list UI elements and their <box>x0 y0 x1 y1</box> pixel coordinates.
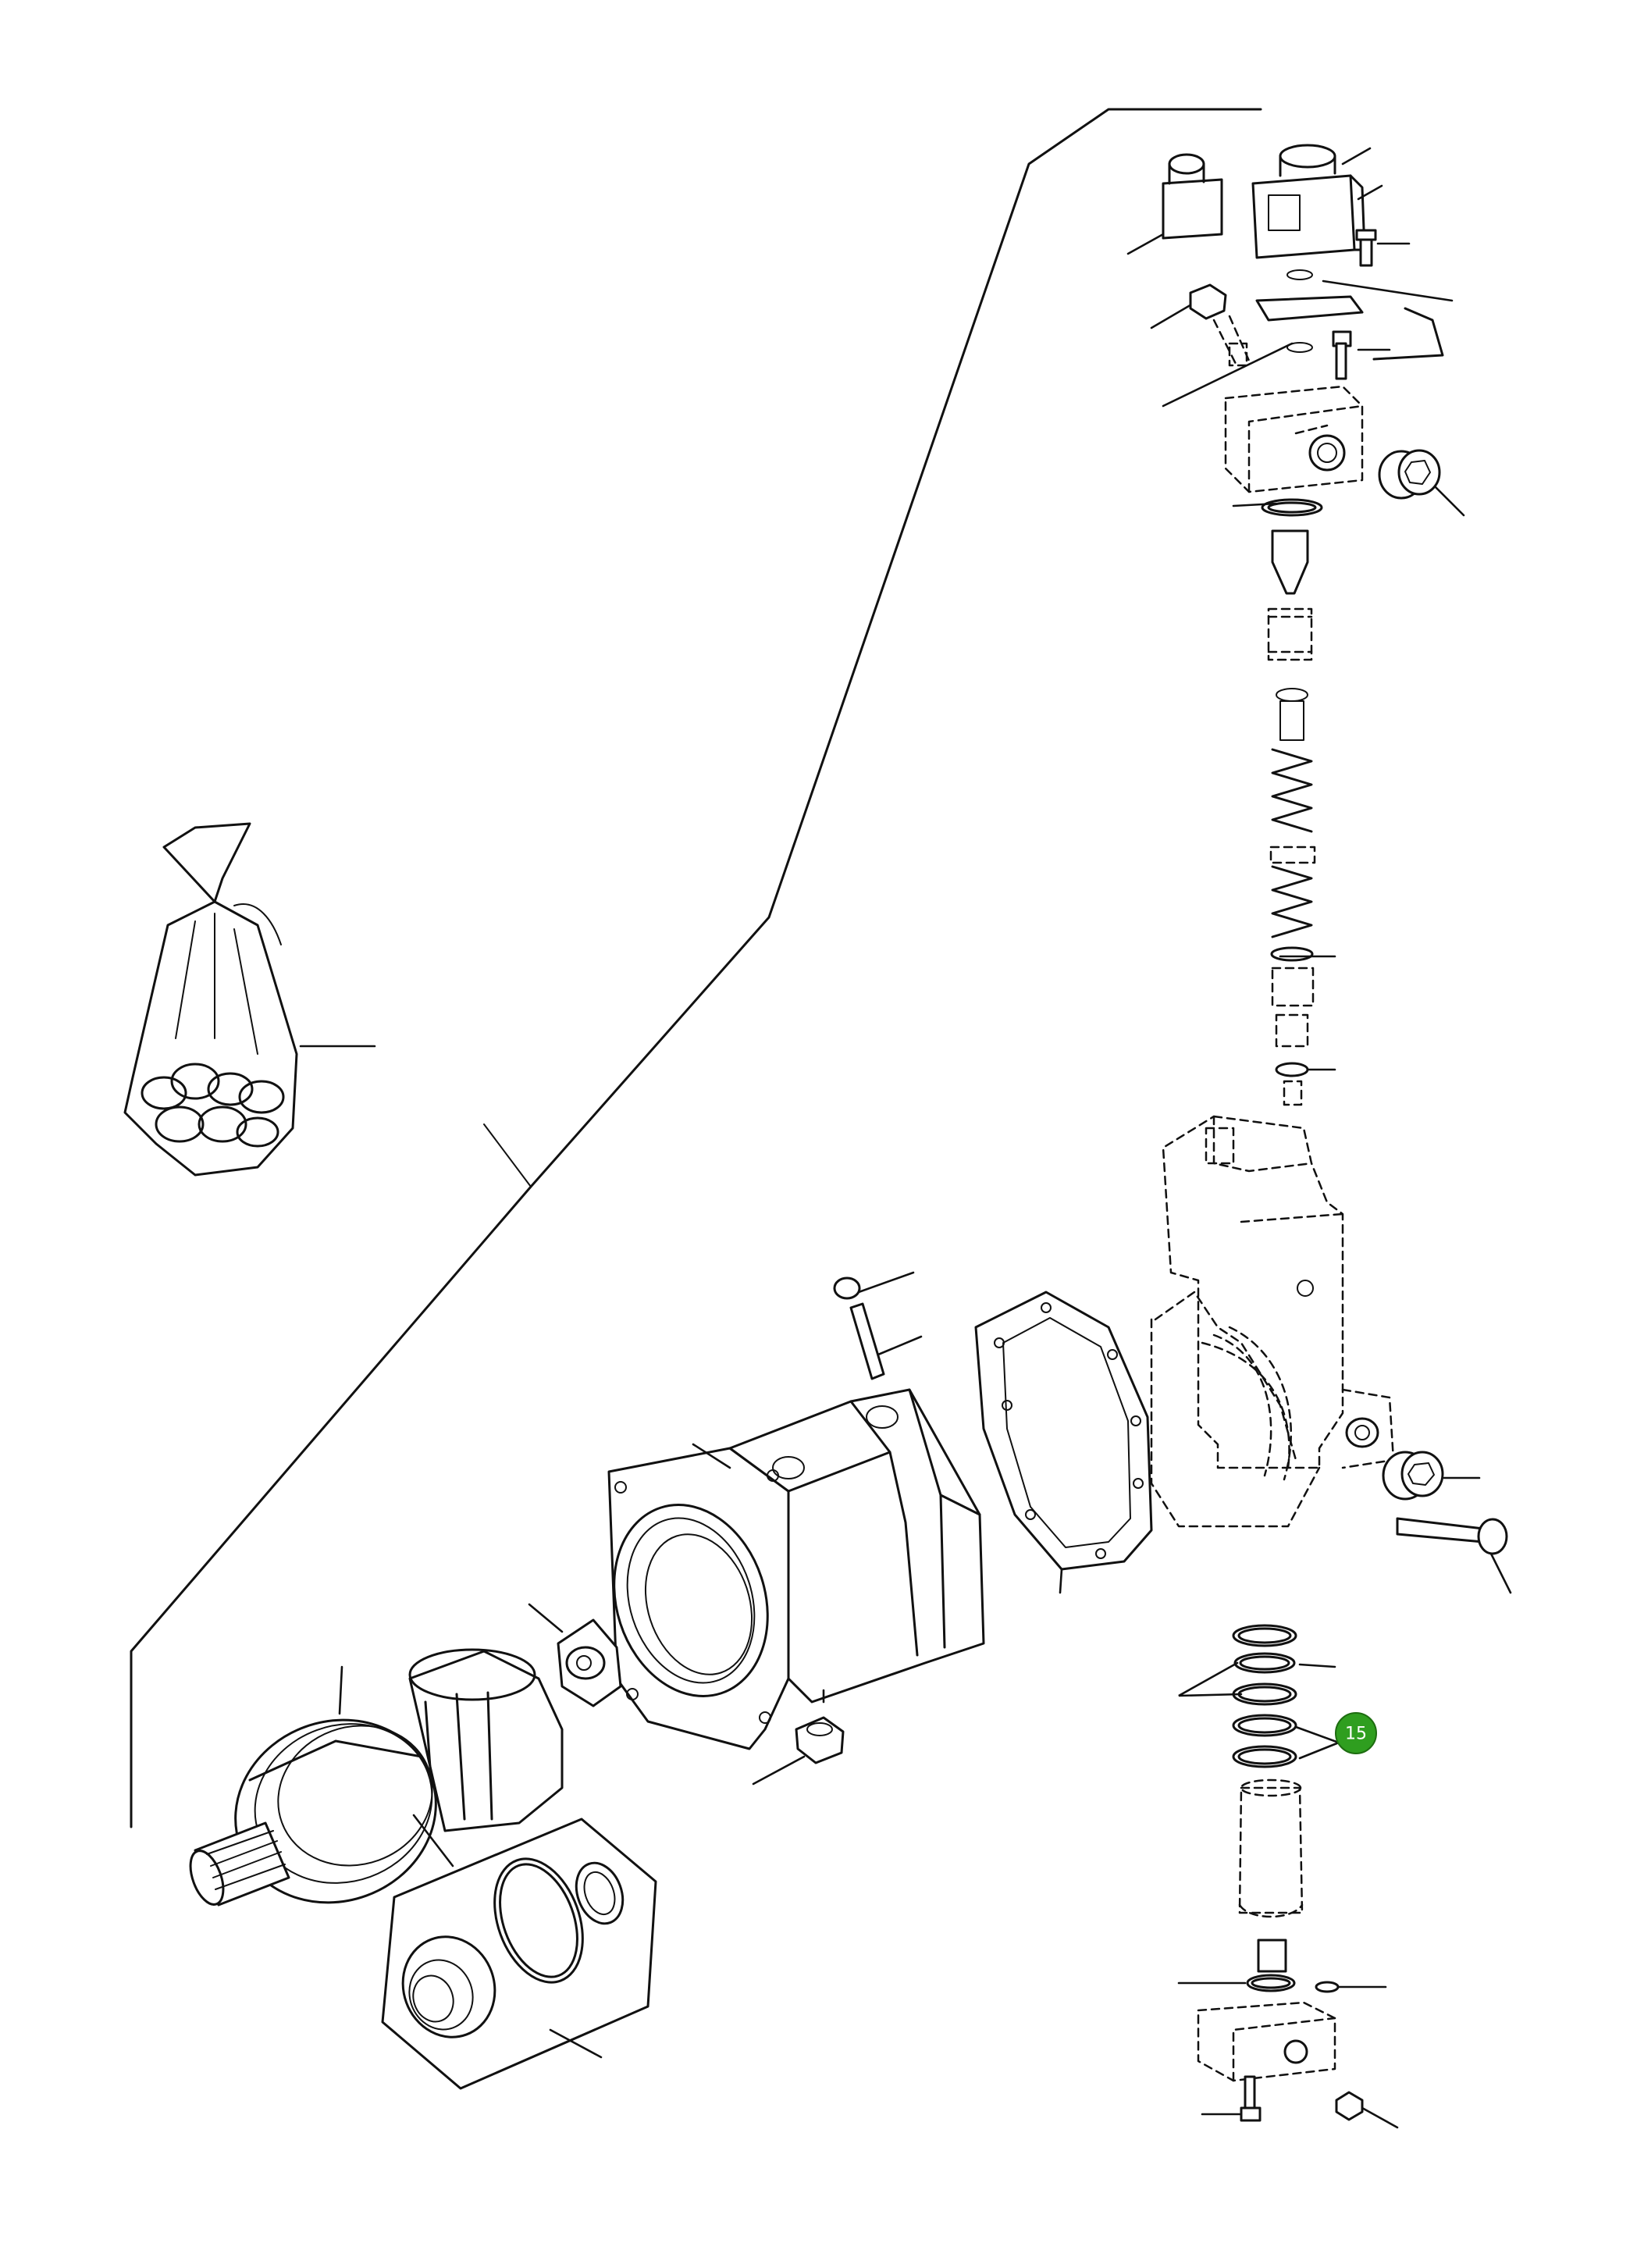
leader-lines-right <box>1443 1476 1512 1594</box>
valve-spool-stack <box>1261 498 1323 1106</box>
seal-bag <box>123 822 376 1177</box>
solenoid-coil-assembly <box>1162 144 1377 353</box>
callout-badge[interactable] <box>1335 1712 1377 1754</box>
part-callout-15[interactable]: 15 <box>1335 1712 1377 1754</box>
seal-ring-stack <box>1178 1624 1342 1768</box>
upper-valve-block <box>1224 307 1444 500</box>
housing-gasket <box>974 1291 1153 1571</box>
assembly-boundary-line <box>130 108 1262 1828</box>
callout-label: 15 <box>1345 1725 1367 1744</box>
swash-plate-flange <box>528 1603 622 1707</box>
motor-housing <box>607 1276 985 1764</box>
rotary-group <box>189 1648 564 1907</box>
leader-lines-middle <box>1279 955 1336 1071</box>
valve-nut-and-pin <box>1189 283 1251 369</box>
lower-cylinder-and-block <box>1177 1778 1399 2129</box>
gasket-leader <box>1059 1568 1063 1594</box>
seal-kit-box <box>381 1818 657 2090</box>
leader-lines-housing <box>692 1271 923 1786</box>
